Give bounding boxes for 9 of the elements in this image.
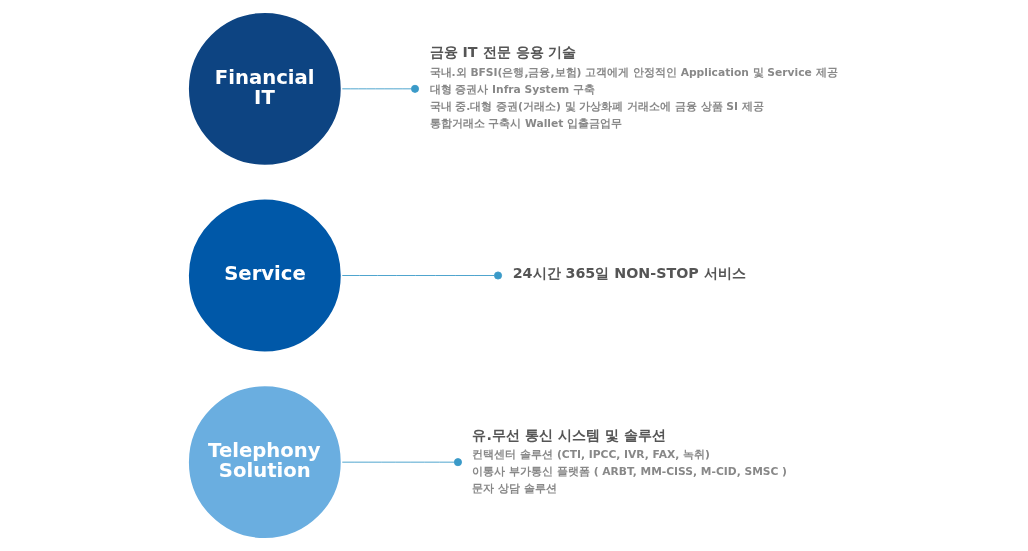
node-text: 24시간 365일 NON-STOP 서비스	[512, 265, 746, 281]
connector	[341, 271, 503, 280]
node-circle: Telephony Solution	[186, 383, 344, 541]
connector	[341, 458, 462, 467]
node-text: 금융 IT 전문 응용 기술 국내.외 BFSI(은행,금융,보험) 고객에게 안정적인 Application 및 Service 제공 대형 증권사 Infra System 구축 국내 중.대형 증권(거래소) 및 가상화폐 거래소에 금융 상품 SI 제공 통합거래소 구축시 Wallet 입출금업무	[429, 44, 838, 130]
node-circle: Financial IT	[186, 10, 344, 168]
connector	[341, 84, 420, 93]
node-circle: Service	[186, 196, 344, 355]
node-text: 유.무선 통신 시스템 및 솔루션 컨택센터 솔루션 (CTI, IPCC, IVR, FAX, 녹취) 이통사 부가통신 플랫폼 ( ARBT, MM-CISS, M-CID, SMSC ) 문자 상담 솔루션	[472, 426, 787, 496]
